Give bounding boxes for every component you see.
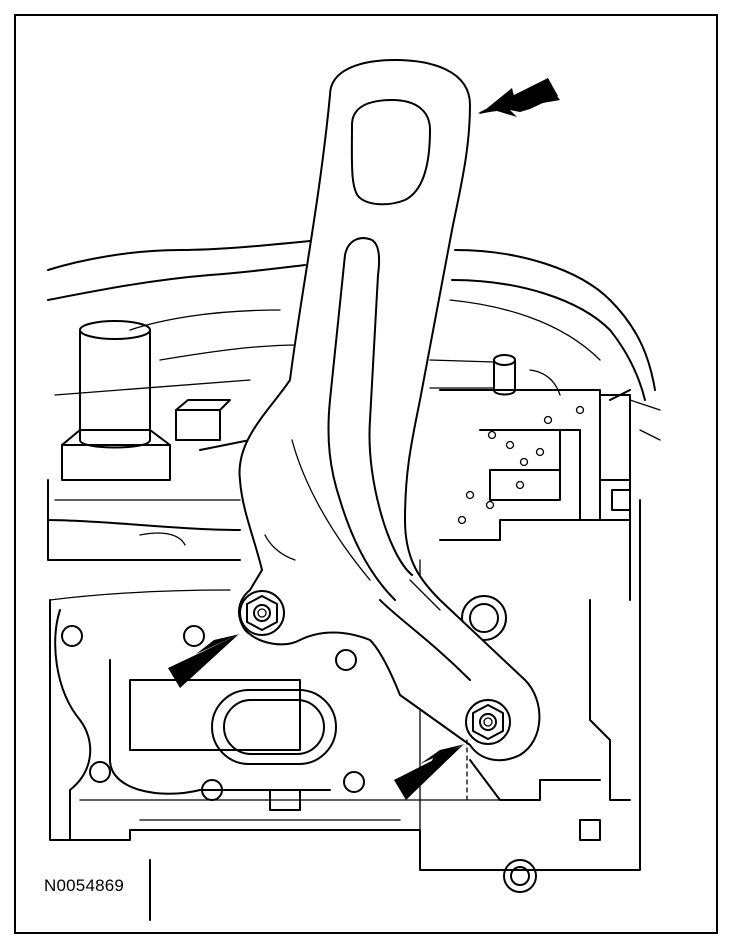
arrow-bolt-left-icon: [168, 634, 240, 688]
arrow-bracket-top-icon: [478, 78, 560, 117]
bolt-right: [465, 699, 511, 745]
engine-block: [49, 499, 641, 921]
lifting-bracket: [238, 59, 541, 801]
bolt-left: [239, 590, 285, 636]
figure-reference-number: N0054869: [44, 876, 125, 895]
valve-body: [47, 239, 661, 562]
arrow-bolt-right-icon: [394, 744, 465, 800]
